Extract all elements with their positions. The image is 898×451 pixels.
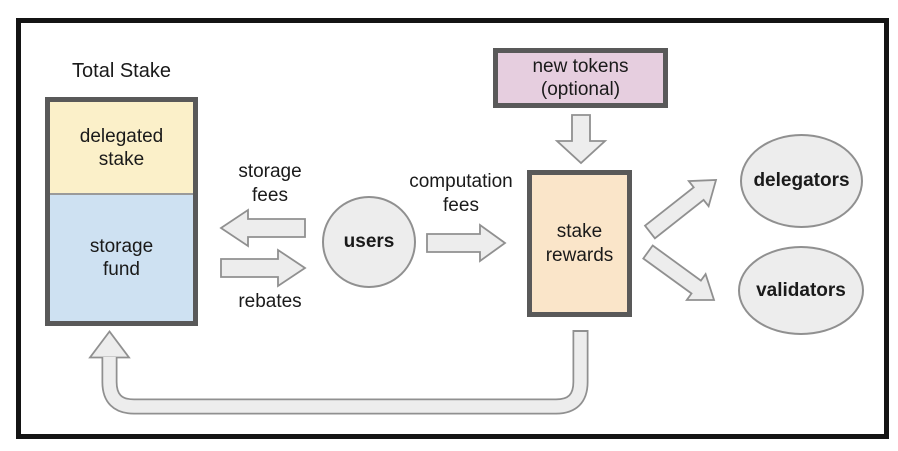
computation-fees-label: computation fees: [409, 171, 513, 216]
storage-fees-label: storage fees: [238, 161, 302, 206]
to-delegators-arrow: [643, 179, 718, 240]
storage-fees-arrow: [219, 208, 306, 248]
stake-rewards-node: stake rewards: [527, 170, 632, 317]
rebates-arrow: [220, 248, 307, 288]
total-stake-title: Total Stake: [72, 60, 171, 82]
to-validators-arrow: [642, 244, 716, 301]
feedback-arrowhead: [88, 330, 131, 359]
validators-node: validators: [738, 246, 864, 335]
storage-fund-section: storage fund: [50, 195, 193, 321]
users-node: users: [322, 196, 416, 288]
delegators-node: delegators: [740, 134, 863, 228]
computation-fees-arrow: [426, 223, 507, 263]
rebates-label: rebates: [238, 291, 302, 312]
total-stake-box: delegated stake storage fund: [45, 97, 198, 326]
feedback-pipe-outline: [101, 330, 589, 415]
outer-frame: [16, 18, 889, 439]
feedback-pipe-fill: [103, 332, 587, 413]
delegated-stake-section: delegated stake: [50, 102, 193, 195]
new-tokens-down-arrow: [554, 114, 608, 165]
new-tokens-node: new tokens (optional): [493, 48, 668, 108]
